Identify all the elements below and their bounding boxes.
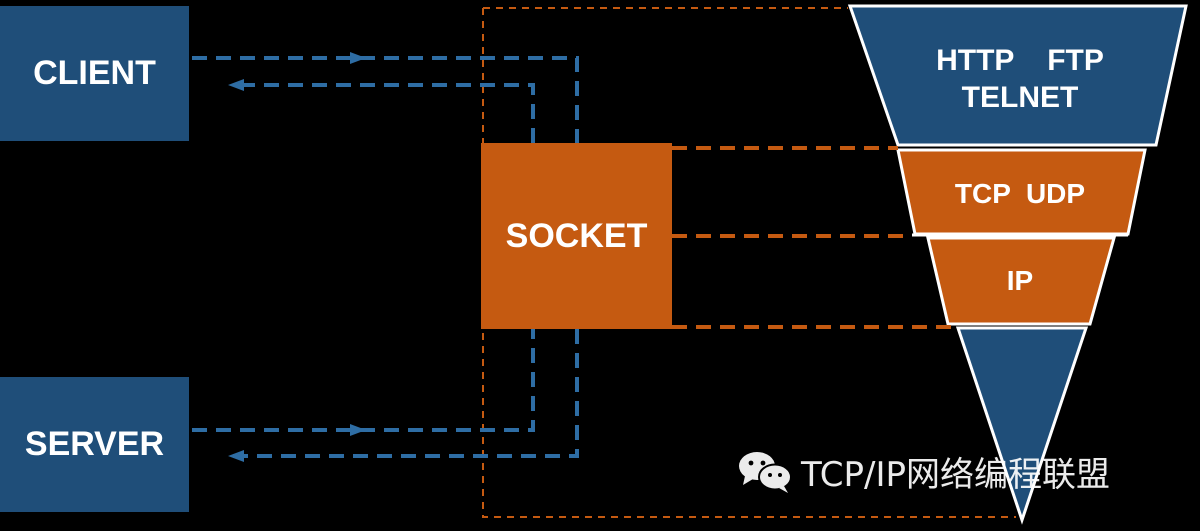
socket-label: SOCKET <box>505 216 648 255</box>
client-incoming-arrow <box>228 79 244 91</box>
server-box: SERVER <box>0 377 189 512</box>
client-outgoing-path <box>192 56 579 143</box>
link-layer <box>955 326 1089 525</box>
network-protocol: IP <box>1007 265 1033 296</box>
client-label: CLIENT <box>33 54 156 92</box>
server-label: SERVER <box>24 425 165 463</box>
application-layer <box>847 4 1188 147</box>
network-layer <box>926 236 1116 326</box>
transport-protocols: TCP UDP <box>955 178 1085 209</box>
client-outgoing-arrow <box>350 52 366 64</box>
client-incoming-path <box>232 83 535 143</box>
socket-boundary <box>482 8 1016 518</box>
server-outgoing-path <box>192 329 535 432</box>
socket-box: SOCKET <box>481 143 672 329</box>
watermark-text: TCP/IP网络编程联盟 <box>801 455 1111 495</box>
application-protocols-line1: HTTP FTP <box>936 44 1104 77</box>
application-protocols-line2: TELNET <box>962 81 1079 114</box>
watermark: TCP/IP网络编程联盟 <box>735 447 1110 496</box>
client-box: CLIENT <box>0 6 189 141</box>
wechat-icon <box>739 451 792 493</box>
server-outgoing-arrow <box>350 424 366 436</box>
server-incoming-path <box>232 329 579 458</box>
server-incoming-arrow <box>228 450 244 462</box>
